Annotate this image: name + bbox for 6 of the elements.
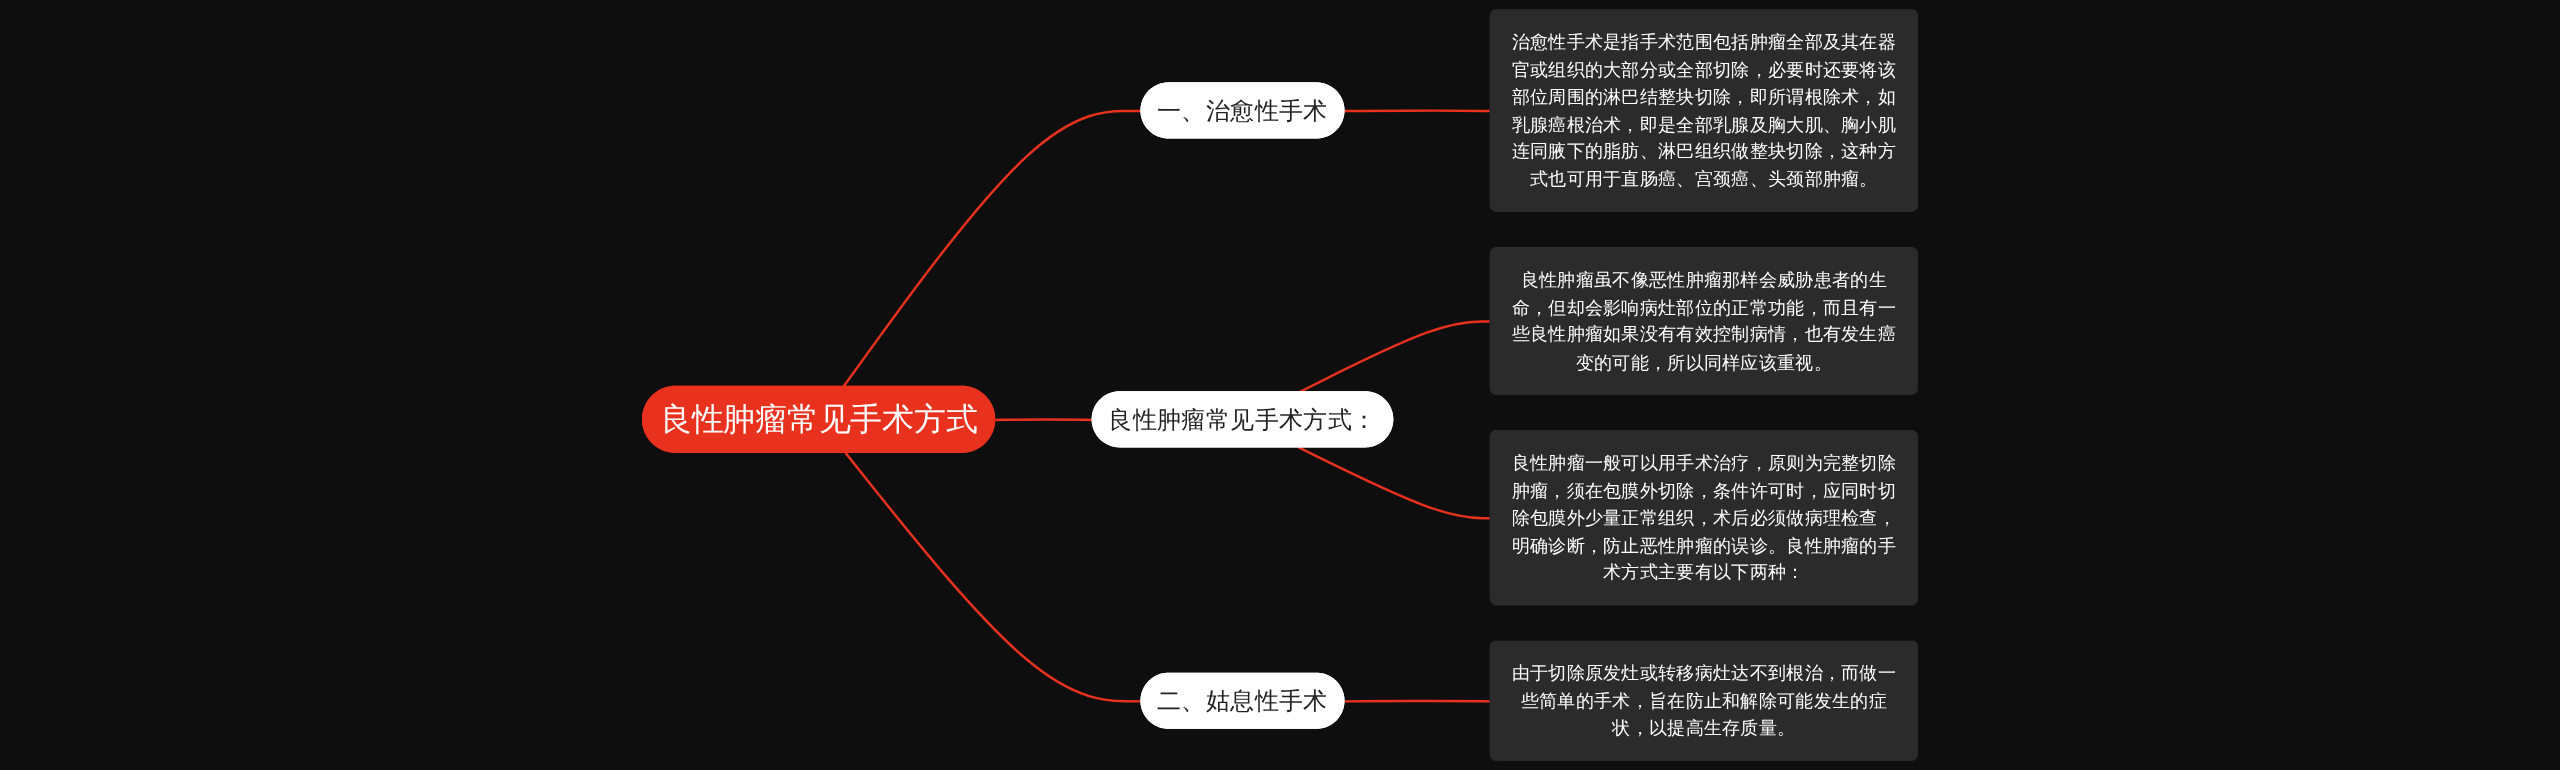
connector bbox=[1298, 446, 1491, 520]
connector bbox=[995, 418, 1093, 422]
connector bbox=[842, 109, 1142, 388]
connector bbox=[1344, 109, 1491, 113]
connector bbox=[1344, 699, 1491, 703]
connector bbox=[844, 452, 1142, 703]
